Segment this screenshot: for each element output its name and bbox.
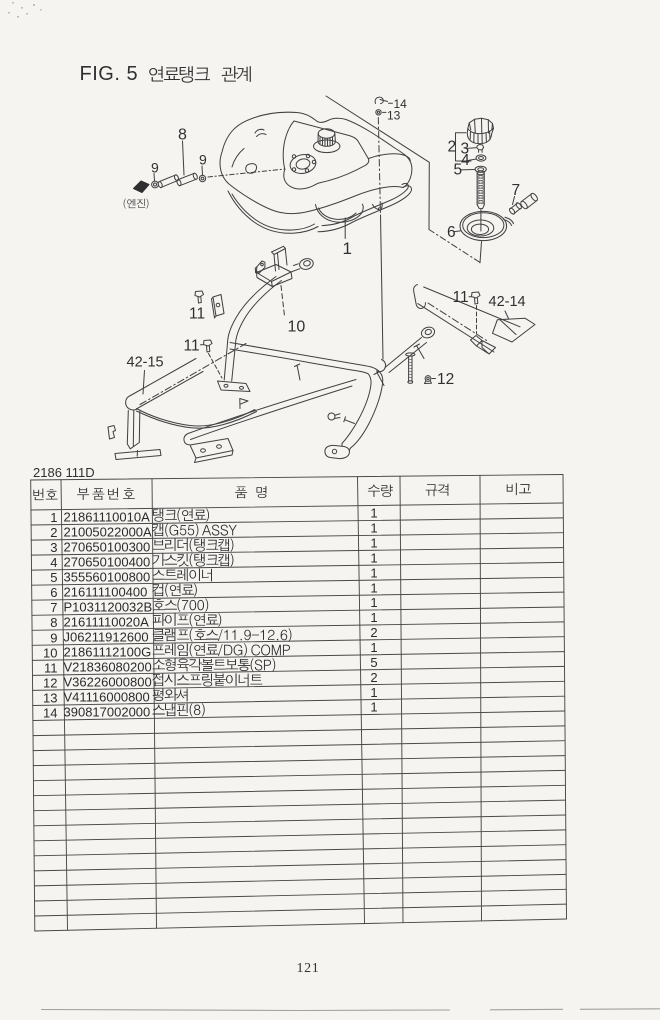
svg-text:270650100300: 270650100300 bbox=[64, 539, 151, 554]
svg-text:J06211912600: J06211912600 bbox=[64, 629, 149, 644]
svg-text:10: 10 bbox=[288, 319, 306, 336]
svg-text:42-14: 42-14 bbox=[489, 294, 526, 310]
svg-text:9: 9 bbox=[50, 630, 57, 645]
svg-text:2186 111D: 2186 111D bbox=[33, 465, 95, 480]
svg-text:2: 2 bbox=[448, 139, 457, 156]
svg-text:11: 11 bbox=[44, 660, 58, 675]
svg-text:21611110020A: 21611110020A bbox=[64, 614, 150, 629]
svg-text:270650100400: 270650100400 bbox=[64, 554, 151, 569]
svg-text:4: 4 bbox=[461, 152, 470, 169]
svg-text:P1031120032B: P1031120032B bbox=[64, 599, 153, 614]
svg-text:1: 1 bbox=[370, 610, 377, 625]
svg-text:1: 1 bbox=[370, 595, 377, 610]
svg-text:1: 1 bbox=[370, 536, 377, 551]
svg-text:13: 13 bbox=[43, 690, 57, 705]
svg-text:14: 14 bbox=[43, 705, 57, 720]
svg-text:1: 1 bbox=[50, 510, 57, 525]
svg-text:11: 11 bbox=[453, 289, 469, 306]
svg-text:9: 9 bbox=[151, 160, 159, 176]
svg-text:6: 6 bbox=[447, 224, 456, 241]
svg-text:8: 8 bbox=[178, 127, 187, 144]
svg-text:1: 1 bbox=[370, 580, 377, 595]
svg-text:2: 2 bbox=[370, 625, 377, 640]
svg-text:21861110010A: 21861110010A bbox=[64, 509, 151, 524]
svg-text:14: 14 bbox=[394, 97, 408, 111]
svg-text:21861112100G: 21861112100G bbox=[64, 644, 152, 659]
svg-text:216111100400: 216111100400 bbox=[64, 584, 148, 599]
svg-text:390817002000: 390817002000 bbox=[64, 705, 151, 720]
svg-text:7: 7 bbox=[50, 600, 57, 615]
svg-text:8: 8 bbox=[50, 615, 57, 630]
svg-text:FIG. 5: FIG. 5 bbox=[80, 63, 139, 85]
svg-text:12: 12 bbox=[43, 675, 57, 690]
svg-text:V36226000800: V36226000800 bbox=[64, 674, 152, 689]
svg-text:3: 3 bbox=[461, 141, 470, 158]
svg-text:12: 12 bbox=[437, 371, 454, 388]
svg-text:21005022000A: 21005022000A bbox=[64, 524, 153, 539]
svg-text:1: 1 bbox=[370, 551, 377, 566]
svg-text:1: 1 bbox=[370, 640, 377, 655]
svg-text:V41116000800: V41116000800 bbox=[64, 690, 150, 705]
svg-text:1: 1 bbox=[370, 521, 377, 536]
svg-text:11: 11 bbox=[189, 306, 205, 323]
svg-text:2: 2 bbox=[50, 525, 57, 540]
svg-text:355560100800: 355560100800 bbox=[64, 569, 151, 584]
svg-text:2: 2 bbox=[370, 670, 377, 685]
svg-text:1: 1 bbox=[370, 685, 377, 700]
svg-text:5: 5 bbox=[370, 655, 377, 670]
svg-text:42-15: 42-15 bbox=[127, 355, 164, 371]
svg-text:121: 121 bbox=[297, 961, 320, 976]
svg-text:10: 10 bbox=[43, 645, 57, 660]
svg-text:5: 5 bbox=[454, 162, 463, 179]
svg-text:V21836080200: V21836080200 bbox=[64, 659, 152, 674]
svg-text:1: 1 bbox=[370, 700, 377, 715]
svg-text:9: 9 bbox=[199, 152, 207, 168]
svg-text:4: 4 bbox=[50, 555, 57, 570]
svg-text:1: 1 bbox=[370, 565, 377, 580]
svg-text:7: 7 bbox=[512, 182, 521, 199]
svg-text:1: 1 bbox=[370, 506, 377, 521]
svg-text:11: 11 bbox=[184, 338, 200, 355]
svg-text:6: 6 bbox=[50, 585, 57, 600]
svg-text:3: 3 bbox=[50, 540, 57, 555]
svg-text:13: 13 bbox=[387, 109, 401, 123]
svg-text:1: 1 bbox=[343, 239, 352, 258]
svg-text:5: 5 bbox=[50, 570, 57, 585]
